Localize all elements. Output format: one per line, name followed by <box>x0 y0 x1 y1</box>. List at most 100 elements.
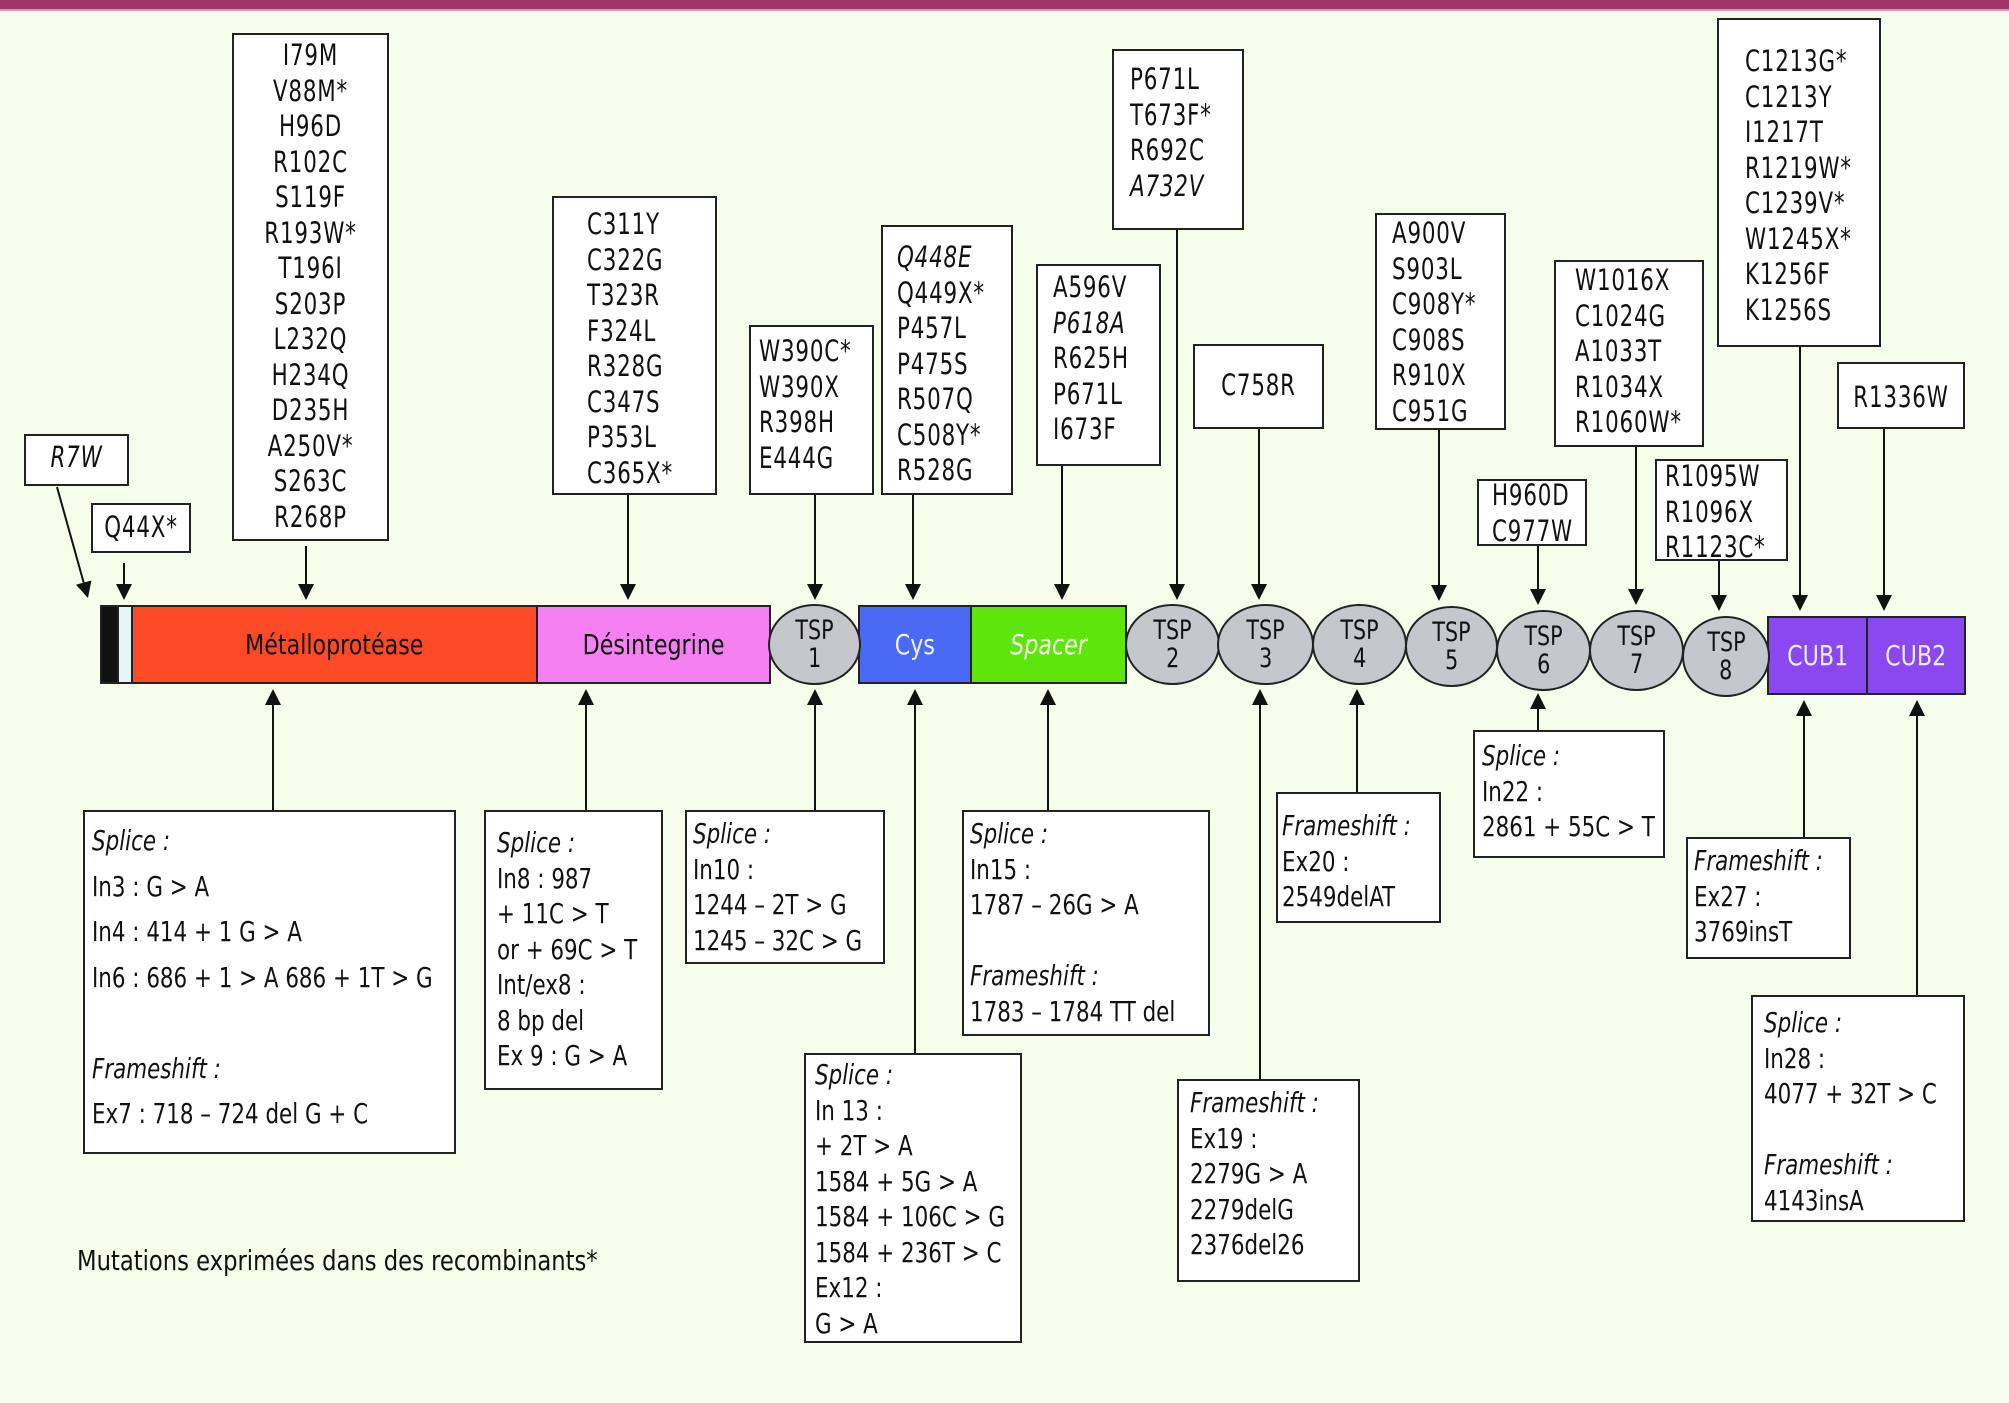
tsp2-label: TSP <box>1153 614 1192 646</box>
mutation-entry: W1245X* <box>1745 221 1852 256</box>
mutation-entry: 3769insT <box>1694 915 1793 948</box>
mutation-entry: Splice : <box>693 817 772 850</box>
mutation-entry: Splice : <box>92 824 171 857</box>
mutation-entry: R193W* <box>264 215 357 250</box>
mutation-entry <box>1764 1112 1937 1148</box>
disintegrin-label: Désintegrine <box>582 628 725 661</box>
mutation-entry: Q44X* <box>104 510 178 544</box>
mutation-entry: T673F* <box>1130 97 1212 132</box>
mutation-entry <box>970 923 1175 959</box>
missense-list-cub2: R1336W <box>1837 380 1965 416</box>
arrow-metallo-bot <box>265 689 281 810</box>
missense-box-tsp1 <box>749 325 874 495</box>
mutation-entry: Splice : <box>497 826 576 859</box>
mutation-entry: C508Y* <box>897 417 982 452</box>
cub1-domain: CUB1 <box>1767 616 1868 695</box>
top-rule-highlight <box>0 9 2009 11</box>
mutation-entry: C951G <box>1392 393 1469 428</box>
tsp3-label: TSP <box>1246 614 1285 646</box>
arrow-tsp4-bot <box>1349 689 1365 792</box>
mutation-entry: I673F <box>1053 412 1117 446</box>
mutation-entry: Q449X* <box>897 275 985 310</box>
mutation-entry: C758R <box>1221 368 1296 402</box>
mutation-entry: C311Y <box>587 207 660 241</box>
mutation-entry: In15 : <box>970 852 1032 886</box>
mutation-entry: Ex27 : <box>1694 879 1762 913</box>
mutation-entry: H960D <box>1492 478 1570 512</box>
frameshift-list-tsp4: Frameshift :Ex20 :2549delAT <box>1282 808 1434 915</box>
arrow-cub1-bot <box>1796 700 1812 837</box>
mutation-entry: P457L <box>897 311 967 345</box>
mutation-entry: W390C* <box>759 334 852 368</box>
mutation-entry: R1219W* <box>1745 150 1852 185</box>
mutation-entry: C1213Y <box>1745 79 1833 114</box>
tsp6-number: 6 <box>1536 648 1551 680</box>
cub2-domain: CUB2 <box>1866 616 1966 695</box>
mutation-entry: V88M* <box>272 73 349 108</box>
mutation-entry: In22 : <box>1482 774 1544 808</box>
mutation-entry: Frameshift : <box>970 959 1099 992</box>
splice-box-cub2 <box>1751 995 1965 1222</box>
mutation-entry: S903L <box>1392 251 1463 286</box>
arrow-tsp6-top <box>1530 546 1546 605</box>
mutation-entry: 1783 – 1784 TT del <box>970 994 1176 1028</box>
mutation-entry: P353L <box>587 420 657 454</box>
mutation-entry: In10 : <box>693 852 755 886</box>
mutation-entry: R268P <box>274 499 347 534</box>
tsp4-label: TSP <box>1340 614 1379 646</box>
mutation-entry: P618A <box>1053 305 1126 340</box>
missense-box-tsp8 <box>1655 459 1788 561</box>
tsp8-label: TSP <box>1706 626 1746 658</box>
mutation-entry: C977W <box>1492 513 1574 548</box>
mutation-entry: Splice : <box>970 817 1049 850</box>
mutation-entry: + 11C > T <box>497 897 609 930</box>
missense-list-propeptide: Q44X* <box>91 510 191 546</box>
spacer-label: Spacer <box>1010 628 1087 661</box>
mutation-entry: Ex 9 : G > A <box>497 1039 628 1072</box>
mutation-entry: E444G <box>759 440 835 475</box>
mutation-entry: Ex12 : <box>815 1271 883 1304</box>
mutation-entry: 4077 + 32T > C <box>1764 1077 1937 1110</box>
mutation-entry: R102C <box>273 144 348 179</box>
mutation-entry: 1787 – 26G > A <box>970 888 1139 921</box>
tsp1-label: TSP <box>795 614 834 646</box>
missense-box-spacer <box>1036 264 1161 466</box>
mutation-entry: R1123C* <box>1665 530 1766 564</box>
missense-box-tsp3 <box>1193 344 1324 429</box>
missense-box-tsp2 <box>1112 49 1244 230</box>
mutation-entry: Frameshift : <box>1694 844 1823 877</box>
frameshift-list-cub1: Frameshift :Ex27 :3769insT <box>1694 843 1846 950</box>
mutation-entry: 1584 + 5G > A <box>815 1164 978 1198</box>
mutation-entry: R7W <box>50 440 103 474</box>
mutation-entry: W390X <box>759 369 840 404</box>
mutation-entry: C347S <box>587 384 661 419</box>
arrow-spacer-top <box>1054 466 1070 600</box>
arrow-tsp8-top <box>1711 561 1727 611</box>
mutation-entry: R507Q <box>897 382 974 416</box>
mutation-entry: A900V <box>1392 216 1467 250</box>
splice-box-disintegrin <box>484 810 663 1090</box>
splice-list-cub2: Splice :In28 :4077 + 32T > C Frameshift … <box>1764 1005 1967 1218</box>
mutation-entry <box>92 1000 433 1046</box>
mutation-entry: In28 : <box>1764 1041 1826 1075</box>
mutation-entry: A1033T <box>1575 334 1663 368</box>
mutation-entry: R692C <box>1130 133 1205 167</box>
frameshift-box-cub1 <box>1686 837 1851 959</box>
mutation-entry: S119F <box>275 180 346 214</box>
arrow-cys-bot <box>907 689 923 1053</box>
tsp8-number: 8 <box>1719 654 1733 686</box>
mutation-entry: In 13 : <box>815 1093 883 1127</box>
arrow-disint-bot <box>578 689 594 810</box>
mutation-entry: R1336W <box>1853 380 1949 414</box>
